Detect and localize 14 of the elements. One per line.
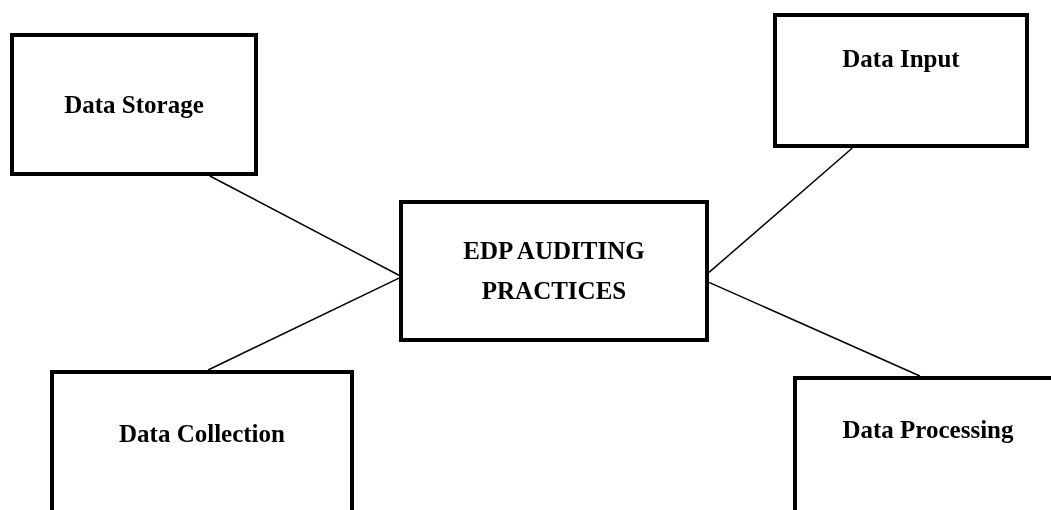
connector-line — [708, 147, 854, 274]
topic-box — [50, 370, 354, 510]
box-label: Data Input — [842, 44, 960, 74]
box-label: Data Processing — [842, 415, 1014, 445]
topic-box — [793, 376, 1051, 510]
connector-line — [207, 277, 400, 371]
topic-box — [399, 200, 709, 342]
box-label: Data Storage — [64, 89, 204, 120]
connector-line — [708, 281, 921, 377]
box-label: Data Collection — [119, 419, 285, 449]
connector-line — [209, 175, 400, 276]
topic-box — [773, 13, 1029, 148]
box-label: EDP AUDITING PRACTICES — [462, 236, 646, 306]
topic-box — [10, 33, 258, 176]
